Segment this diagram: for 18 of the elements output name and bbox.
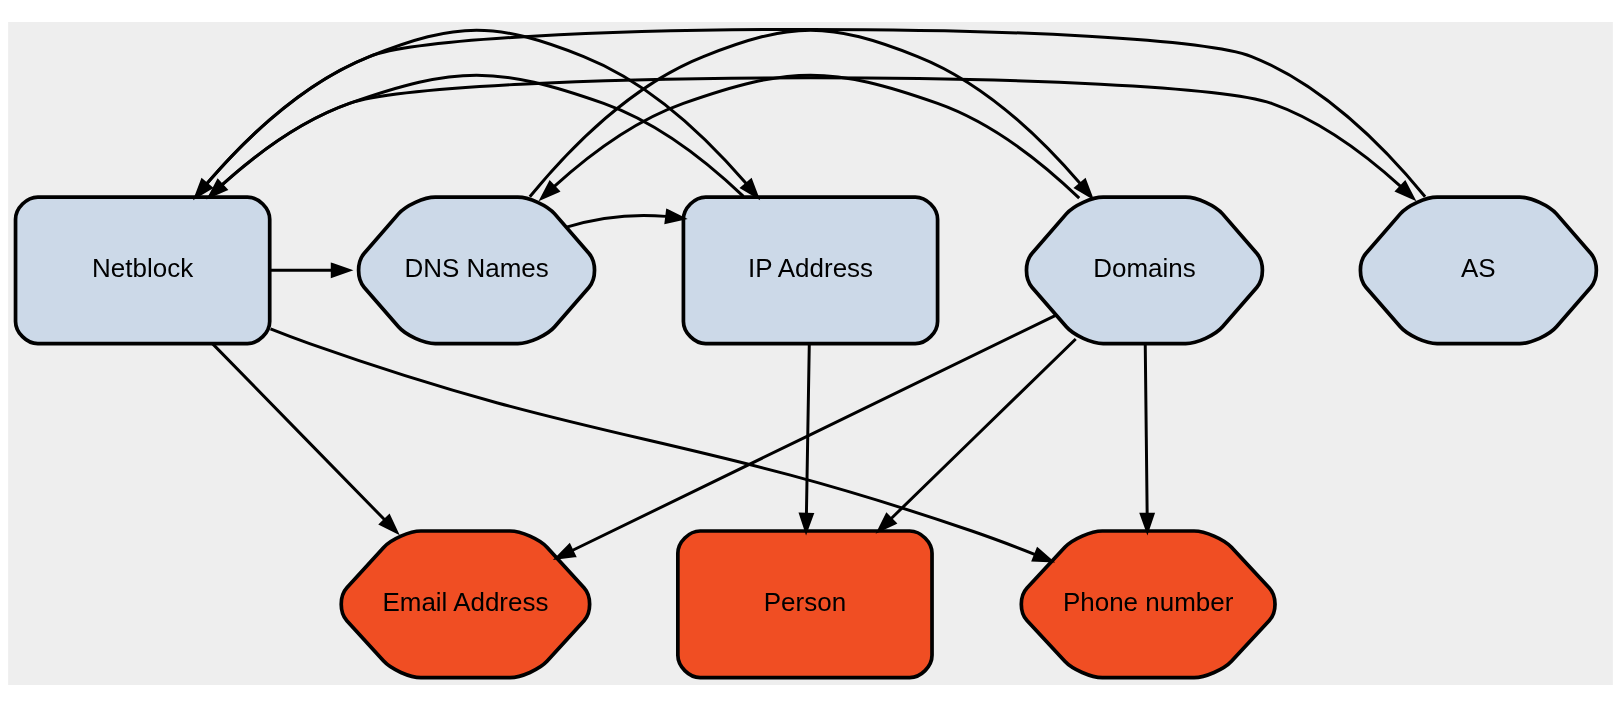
node-box: IP Address bbox=[681, 194, 940, 345]
arrow bbox=[552, 313, 1057, 560]
node-ellipse: Email Address bbox=[339, 528, 592, 679]
node-ellipse: DNS Names bbox=[356, 194, 597, 345]
arrow bbox=[538, 73, 1081, 201]
node-ellipse: AS bbox=[1358, 194, 1599, 345]
arrow bbox=[269, 327, 1056, 562]
arrow bbox=[875, 337, 1077, 534]
node-ellipse: Phone number bbox=[1019, 528, 1277, 679]
arrow bbox=[798, 343, 815, 535]
arrow bbox=[269, 261, 354, 278]
node-box: Netblock bbox=[13, 194, 272, 345]
arrow bbox=[566, 207, 688, 228]
arrow bbox=[211, 342, 400, 535]
arrow bbox=[528, 28, 1095, 200]
arrow bbox=[1139, 343, 1156, 535]
node-box: Person bbox=[676, 528, 934, 679]
node-ellipse: Domains bbox=[1024, 194, 1265, 345]
